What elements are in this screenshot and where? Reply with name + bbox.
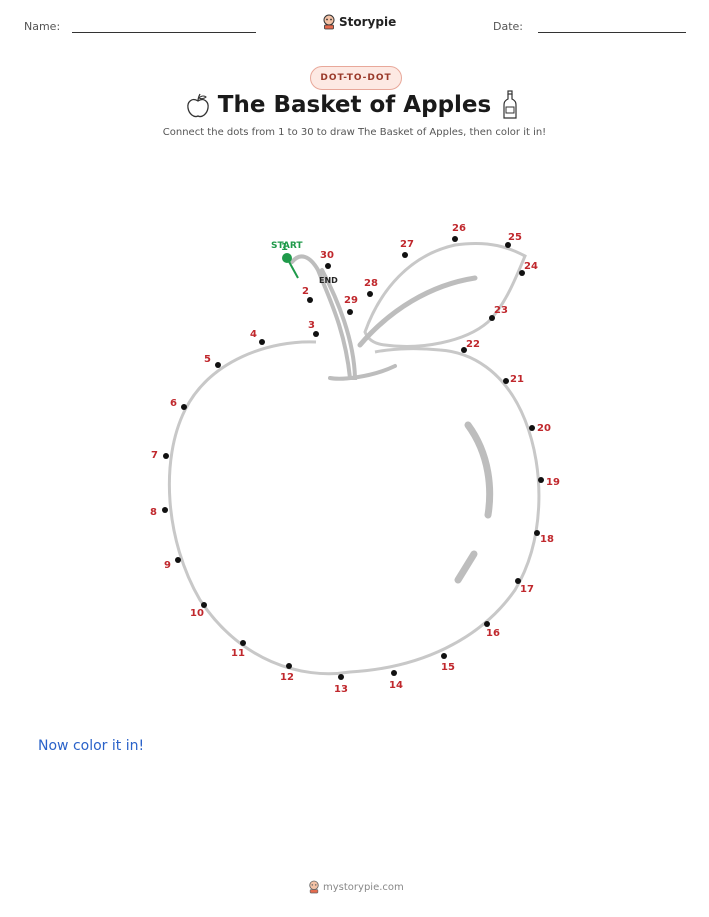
dot-2 bbox=[307, 297, 313, 303]
dot-20 bbox=[529, 425, 535, 431]
dot-number-25: 25 bbox=[508, 232, 522, 243]
storypie-mascot-icon bbox=[323, 14, 335, 30]
dot-number-4: 4 bbox=[250, 329, 257, 340]
dot-number-29: 29 bbox=[344, 295, 358, 306]
dot-1 bbox=[282, 253, 292, 263]
apple-outline bbox=[167, 340, 541, 676]
dot-number-18: 18 bbox=[540, 534, 554, 545]
storypie-mascot-icon bbox=[309, 880, 319, 894]
dot-6 bbox=[181, 404, 187, 410]
dot-17 bbox=[515, 578, 521, 584]
dot-22 bbox=[461, 347, 467, 353]
dot-number-3: 3 bbox=[308, 320, 315, 331]
dot-number-28: 28 bbox=[364, 278, 378, 289]
dot-number-12: 12 bbox=[280, 672, 294, 683]
dot-18 bbox=[534, 530, 540, 536]
name-label: Name: bbox=[24, 20, 61, 33]
dot-number-10: 10 bbox=[190, 608, 204, 619]
worksheet-type-badge: DOT-TO-DOT bbox=[310, 66, 402, 90]
instructions: Connect the dots from 1 to 30 to draw Th… bbox=[162, 127, 547, 138]
dot-number-1: 1 bbox=[281, 242, 288, 253]
bottle-icon bbox=[503, 90, 517, 119]
date-line[interactable] bbox=[538, 32, 686, 33]
dot-number-27: 27 bbox=[400, 239, 414, 250]
dot-number-24: 24 bbox=[524, 261, 538, 272]
dot-number-17: 17 bbox=[520, 584, 534, 595]
dot-16 bbox=[484, 621, 490, 627]
name-line[interactable] bbox=[72, 32, 256, 33]
dot-number-26: 26 bbox=[452, 223, 466, 234]
footer-url: mystorypie.com bbox=[323, 881, 404, 893]
dot-28 bbox=[367, 291, 373, 297]
page-title: The Basket of Apples bbox=[217, 92, 492, 118]
dot-21 bbox=[503, 378, 509, 384]
dot-23 bbox=[489, 315, 495, 321]
dot-29 bbox=[347, 309, 353, 315]
dot-13 bbox=[338, 674, 344, 680]
dot-number-11: 11 bbox=[231, 648, 245, 659]
apple-icon bbox=[187, 93, 209, 118]
dot-8 bbox=[162, 507, 168, 513]
apple-highlight-tick bbox=[454, 550, 478, 584]
dot-12 bbox=[286, 663, 292, 669]
dot-number-7: 7 bbox=[151, 450, 158, 461]
dot-number-13: 13 bbox=[334, 684, 348, 695]
dot-30 bbox=[325, 263, 331, 269]
dot-number-6: 6 bbox=[170, 398, 177, 409]
dot-number-30: 30 bbox=[320, 250, 334, 261]
dot-19 bbox=[538, 477, 544, 483]
dot-14 bbox=[391, 670, 397, 676]
dot-27 bbox=[402, 252, 408, 258]
dot-number-16: 16 bbox=[486, 628, 500, 639]
dot-24 bbox=[519, 270, 525, 276]
apple-leaf bbox=[363, 241, 527, 348]
apple-highlight bbox=[464, 421, 494, 519]
dot-number-21: 21 bbox=[510, 374, 524, 385]
dot-number-14: 14 bbox=[389, 680, 403, 691]
dot-4 bbox=[259, 339, 265, 345]
color-it-prompt: Now color it in! bbox=[38, 738, 145, 754]
dot-3 bbox=[313, 331, 319, 337]
dot-number-20: 20 bbox=[537, 423, 551, 434]
dot-number-5: 5 bbox=[204, 354, 211, 365]
dot-number-19: 19 bbox=[546, 477, 560, 488]
dot-15 bbox=[441, 653, 447, 659]
dot-number-22: 22 bbox=[466, 339, 480, 350]
dot-25 bbox=[505, 242, 511, 248]
leaf-vein bbox=[357, 275, 478, 348]
brand-logo: Storypie bbox=[322, 14, 396, 30]
footer: mystorypie.com bbox=[308, 880, 404, 894]
start-label: START bbox=[271, 241, 303, 251]
dot-number-2: 2 bbox=[302, 286, 309, 297]
dot-26 bbox=[452, 236, 458, 242]
brand-name: Storypie bbox=[339, 15, 397, 29]
date-label: Date: bbox=[493, 20, 523, 33]
dot-number-8: 8 bbox=[150, 507, 157, 518]
dot-7 bbox=[163, 453, 169, 459]
dot-number-9: 9 bbox=[164, 560, 171, 571]
dot-number-15: 15 bbox=[441, 662, 455, 673]
dot-5 bbox=[215, 362, 221, 368]
end-label: END bbox=[319, 276, 338, 285]
apple-stem bbox=[290, 254, 397, 381]
dot-9 bbox=[175, 557, 181, 563]
dot-11 bbox=[240, 640, 246, 646]
dot-10 bbox=[201, 602, 207, 608]
dot-number-23: 23 bbox=[494, 305, 508, 316]
